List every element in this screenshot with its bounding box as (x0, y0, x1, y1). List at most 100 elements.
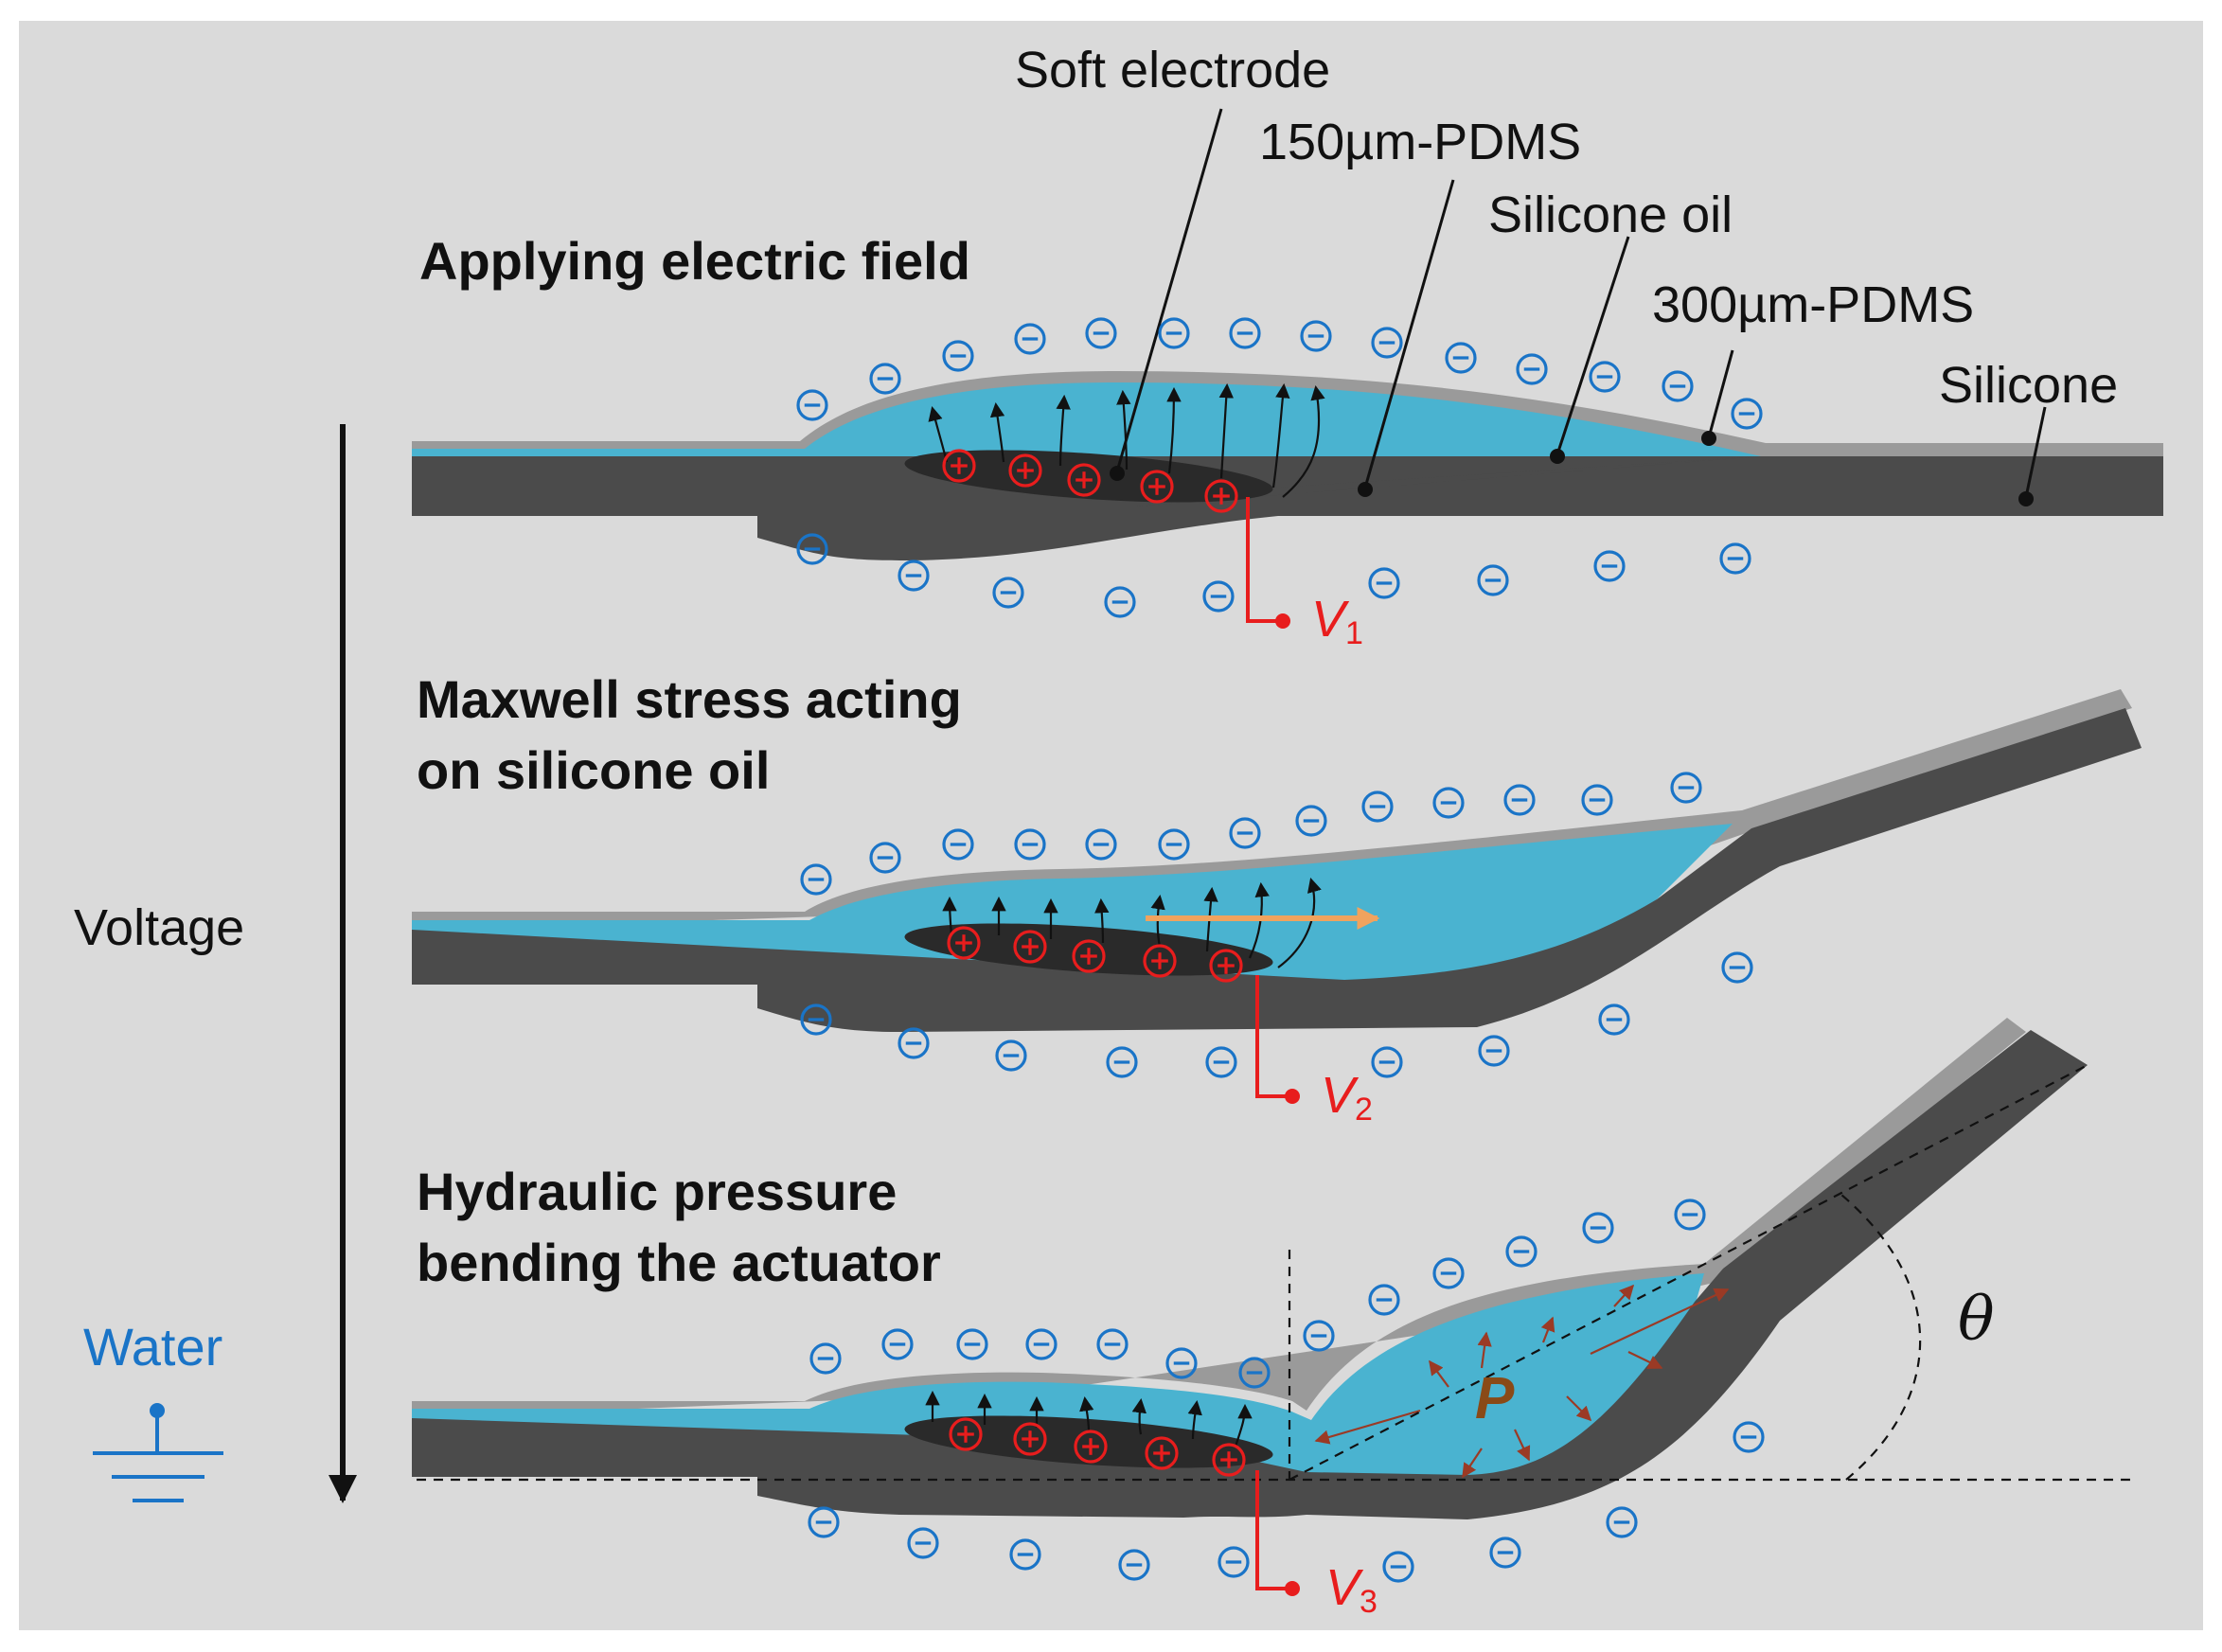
label-pdms-300: 300µm-PDMS (1652, 276, 1974, 333)
negative-charge (809, 1342, 842, 1375)
voltage-label-3: V3 (1325, 1559, 1378, 1620)
negative-charge (796, 533, 828, 565)
positive-charge (1008, 453, 1042, 488)
negative-charge (898, 1027, 930, 1059)
positive-charge (1143, 944, 1177, 978)
negative-charge (869, 842, 901, 874)
negative-charge (1158, 828, 1190, 861)
negative-charge (1106, 1046, 1138, 1078)
label-silicone: Silicone (1939, 357, 2118, 414)
stage-2-actuator (412, 689, 2142, 1032)
soft-electrode-3 (904, 1415, 1273, 1468)
negative-charge (1733, 1421, 1765, 1453)
theta-label: θ (1958, 1285, 1995, 1355)
negative-charge (1432, 787, 1465, 819)
positive-charge (1067, 463, 1101, 497)
negative-charge (1582, 1212, 1614, 1244)
voltage-terminals (1275, 613, 1300, 1596)
negative-charge (1025, 1328, 1058, 1360)
negative-charge (1085, 317, 1117, 349)
negative-charge (1014, 828, 1046, 861)
negative-charge (1721, 951, 1753, 984)
negative-charge (800, 863, 832, 896)
stage-3-title-line-1: Hydraulic pressure (417, 1162, 897, 1221)
negative-charge (1382, 1551, 1414, 1583)
label-voltage: Voltage (74, 899, 244, 956)
silicone-body-3 (412, 1030, 2088, 1519)
negative-charge (800, 1004, 832, 1036)
positive-charge (1013, 930, 1047, 964)
ground-node (150, 1403, 165, 1418)
negative-charge (1165, 1347, 1198, 1379)
stage-1-actuator (412, 371, 2163, 560)
negative-charge (1118, 1549, 1150, 1581)
negative-charge (907, 1527, 939, 1559)
voltage-label-2: V2 (1321, 1067, 1373, 1128)
negative-charge (1674, 1199, 1706, 1231)
negative-charge (1719, 542, 1751, 575)
negative-charge (1598, 1004, 1630, 1036)
positive-charge (1209, 949, 1243, 983)
stage-1-title: Applying electric field (419, 231, 970, 291)
stage-3-actuator (412, 1018, 2088, 1519)
negative-charge (1014, 323, 1046, 355)
label-silicone-oil: Silicone oil (1488, 187, 1733, 243)
charges (796, 317, 1765, 1583)
negative-charge (1662, 370, 1694, 402)
stage-2-title-line-2: on silicone oil (417, 740, 770, 800)
label-pdms-150: 150µm-PDMS (1259, 114, 1581, 170)
negative-charge (1009, 1538, 1041, 1571)
label-water: Water (83, 1317, 222, 1377)
negative-charge (1361, 790, 1394, 823)
positive-charge (1074, 1430, 1108, 1464)
positive-charge (947, 926, 981, 960)
negative-charge (956, 1328, 988, 1360)
negative-charge (1505, 1235, 1538, 1268)
negative-charge (1300, 320, 1332, 352)
negative-charge (796, 389, 828, 421)
negative-charge (1229, 817, 1261, 849)
negative-charge (942, 828, 974, 861)
negative-charge (1158, 317, 1190, 349)
negative-charge (808, 1506, 840, 1538)
positive-charge (949, 1417, 983, 1451)
negative-charge (1229, 317, 1261, 349)
negative-charge (1303, 1320, 1335, 1352)
positive-charge (1140, 470, 1174, 504)
positive-charge (1212, 1443, 1246, 1477)
negative-charge (1503, 784, 1536, 816)
stage-2-title-line-1: Maxwell stress acting (417, 669, 962, 729)
negative-charge (992, 577, 1024, 609)
field-lines-stage-3 (925, 1390, 1253, 1448)
field-lines-stage-2 (942, 878, 1322, 968)
positive-charge (1145, 1436, 1179, 1470)
silicone-wedge-1 (1136, 456, 1761, 506)
negative-charge (1368, 567, 1400, 599)
negative-charge (1205, 1046, 1237, 1078)
negative-charge (1371, 1046, 1403, 1078)
negative-charge (1202, 580, 1235, 613)
positive-charge (1013, 1422, 1047, 1456)
negative-charge (1516, 353, 1548, 385)
negative-charge (1589, 361, 1621, 393)
negative-charge (1218, 1546, 1250, 1578)
negative-charge (881, 1328, 914, 1360)
negative-charge (1445, 342, 1477, 374)
pressure-arrows (1314, 1284, 1730, 1479)
pressure-label: P (1475, 1366, 1515, 1431)
positive-charge (1204, 479, 1238, 513)
leader-lines (1115, 108, 2047, 498)
negative-charge (995, 1039, 1027, 1072)
silicone-body-1 (412, 456, 2163, 560)
negative-charge (1731, 398, 1763, 430)
negative-charge (1371, 327, 1403, 359)
negative-charge (1085, 828, 1117, 861)
negative-charge (869, 363, 901, 395)
negative-charge (1606, 1506, 1638, 1538)
soft-electrode-1 (904, 450, 1273, 503)
positive-charge (1072, 939, 1106, 973)
negative-charge (1478, 1035, 1510, 1067)
negative-charge (1295, 805, 1327, 837)
voltage-wires (1246, 497, 1292, 1590)
